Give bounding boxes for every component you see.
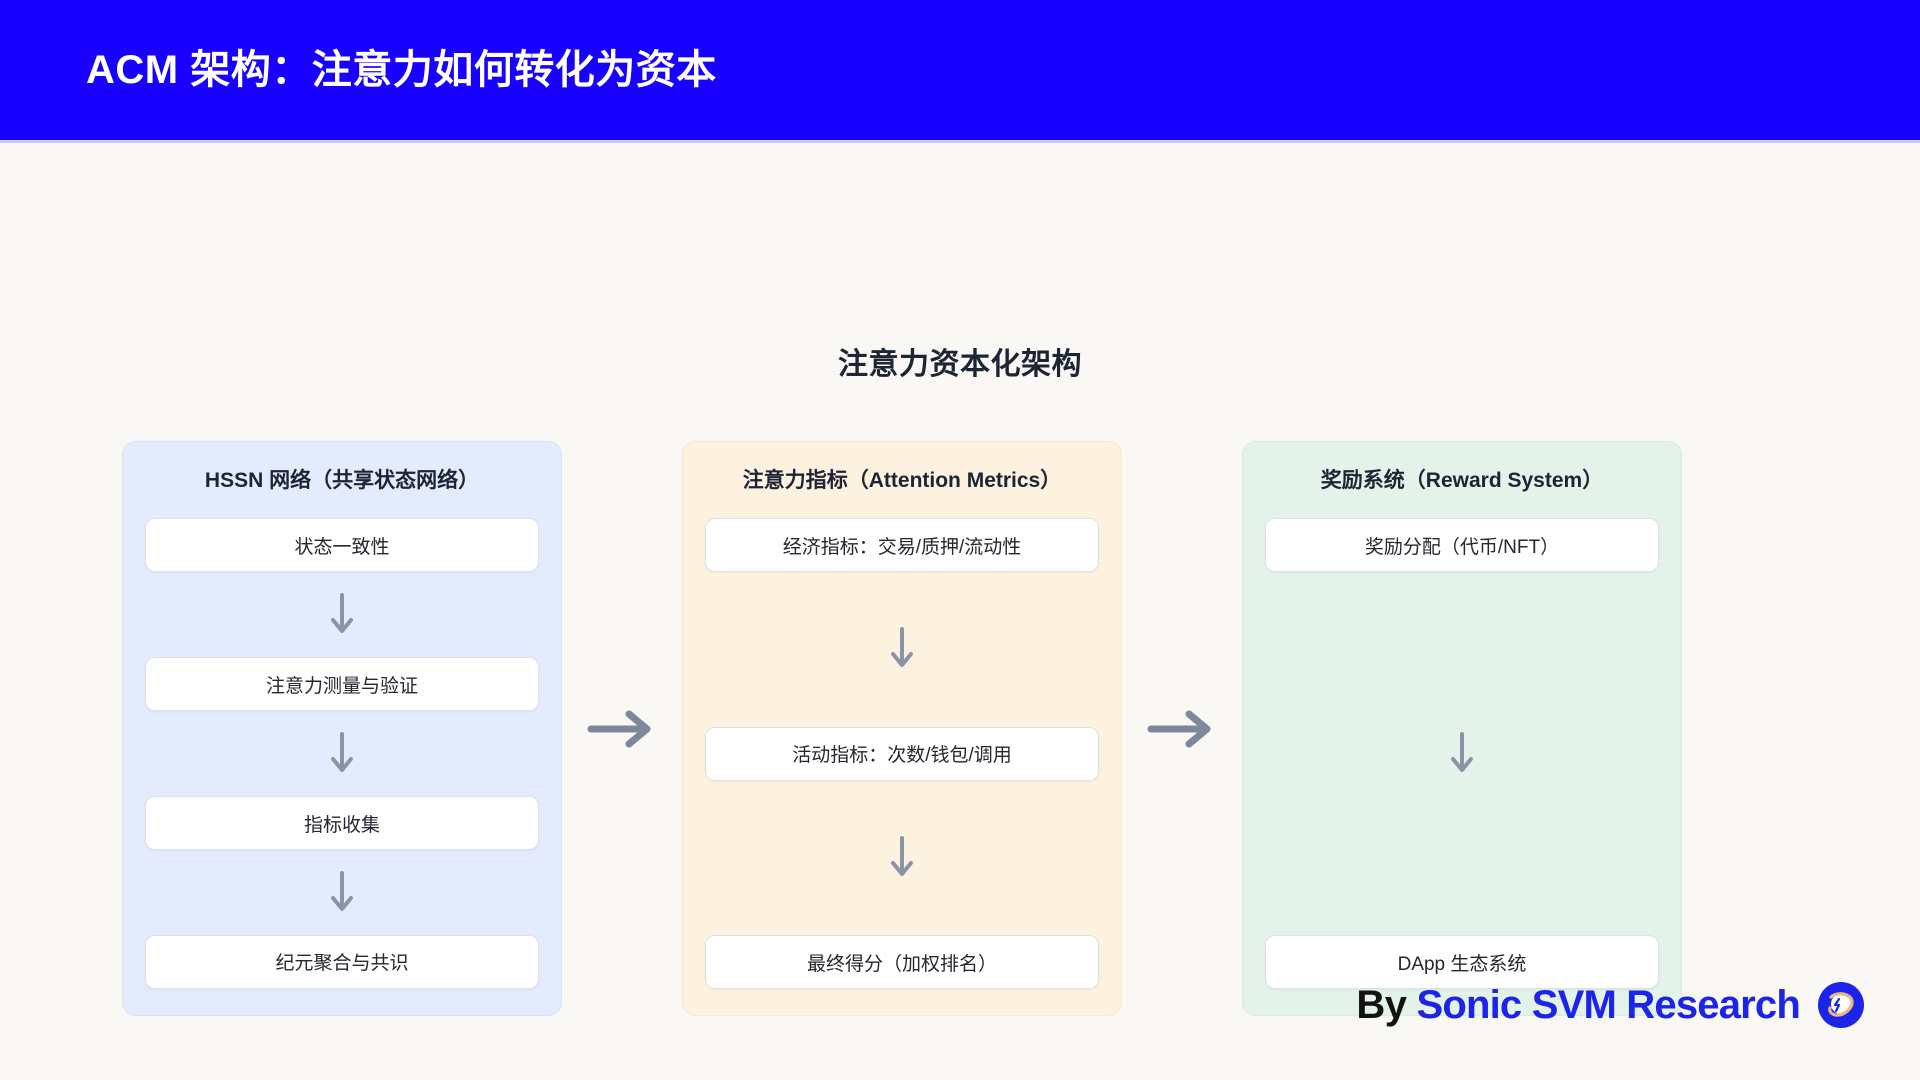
flow-column-reward-system: 奖励系统（Reward System） 奖励分配（代币/NFT） DApp 生态… [1242, 441, 1682, 1016]
flow-column-title: HSSN 网络（共享状态网络） [204, 469, 480, 492]
flow-node[interactable]: DApp 生态系统 [1265, 935, 1659, 989]
arrow-down-icon [329, 870, 355, 916]
flow-column-hssn: HSSN 网络（共享状态网络） 状态一致性 注意力测量与验证 指标收集 纪元聚合… [122, 441, 562, 1016]
flow-node[interactable]: 注意力测量与验证 [145, 657, 539, 712]
flow-column-title: 注意力指标（Attention Metrics） [742, 469, 1062, 492]
flow-node[interactable]: 最终得分（加权排名） [705, 935, 1099, 989]
brand-name-label: Sonic SVM Research [1416, 982, 1800, 1027]
flow-node[interactable]: 活动指标：次数/钱包/调用 [705, 726, 1099, 781]
arrow-down-icon [889, 835, 915, 881]
page-header: ACM 架构：注意力如何转化为资本 [0, 0, 1920, 143]
flow-node[interactable]: 指标收集 [145, 796, 539, 851]
flow-node[interactable]: 奖励分配（代币/NFT） [1265, 518, 1659, 573]
sonic-planet-logo-icon [1818, 982, 1864, 1028]
diagram-title: 注意力资本化架构 [838, 348, 1082, 381]
arrow-right-icon [562, 441, 682, 1016]
footer-brand: By Sonic SVM Research [1356, 982, 1864, 1028]
flow-node[interactable]: 经济指标：交易/质押/流动性 [705, 518, 1099, 573]
flow-column-attention-metrics: 注意力指标（Attention Metrics） 经济指标：交易/质押/流动性 … [682, 441, 1122, 1016]
flow-column-title: 奖励系统（Reward System） [1320, 469, 1604, 492]
arrow-down-icon [329, 731, 355, 777]
arrow-right-icon [1122, 441, 1242, 1016]
arrow-down-icon [329, 592, 355, 638]
flow-node[interactable]: 纪元聚合与共识 [145, 934, 539, 989]
arrow-down-icon [1449, 731, 1475, 777]
architecture-flow: HSSN 网络（共享状态网络） 状态一致性 注意力测量与验证 指标收集 纪元聚合… [122, 441, 1802, 1016]
slide-body: 注意力资本化架构 HSSN 网络（共享状态网络） 状态一致性 注意力测量与验证 … [0, 143, 1920, 1080]
flow-node[interactable]: 状态一致性 [145, 518, 539, 573]
page-title: ACM 架构：注意力如何转化为资本 [86, 48, 717, 92]
brand-by-label: By [1356, 982, 1407, 1027]
arrow-down-icon [889, 626, 915, 672]
